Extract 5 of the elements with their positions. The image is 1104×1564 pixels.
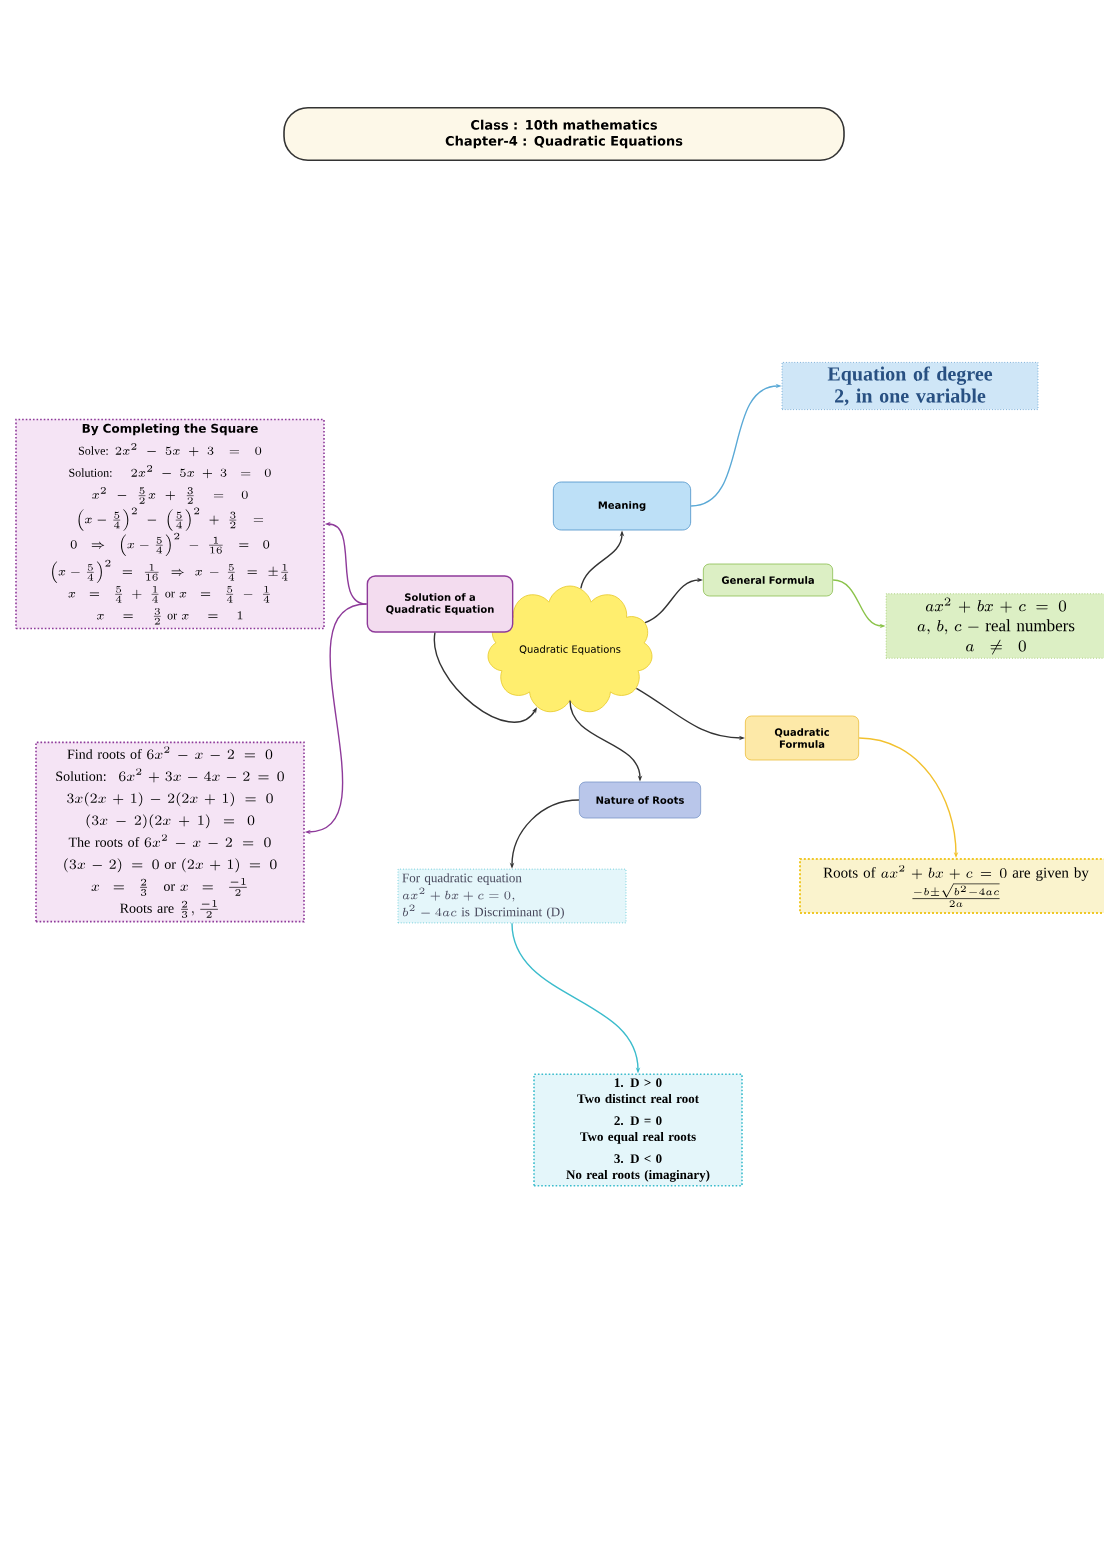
formula-box: $\text{Roots of } ax^2+bx+c = 0 \text{ are given by}$ $\frac{-b \pm \sqrt{b^2-4ac}}{2a}$: [799, 858, 1104, 914]
arrow: [434, 632, 537, 723]
note-box: Equation of degree 2, in one variable: [781, 362, 1039, 410]
formula-box: $ax^2+bx+c = 0$ $a,\, b,\, c - \text{real numbers}$ $a \neq 0$: [885, 593, 1104, 659]
worked-example-box: $\text{Find roots of } 6x^2-x-2=0$ $\text{Solution: }\ 6x^2+3x-4x-2 = 0$ $3x(2x+1)-2(2x+1) = 0$ $(3x-2)(2x+1) = 0$ $\text{The roots of } 6x^2-x-2=0$ $(3x-2) = 0 \text{ or } (2x+1) = 0$ $x = \frac{2}{3} \quad\text{or } x = \frac{-1}{2}$ $\text{Roots are } \frac{2}{3}, \frac{-1}{2}$: [35, 741, 305, 923]
